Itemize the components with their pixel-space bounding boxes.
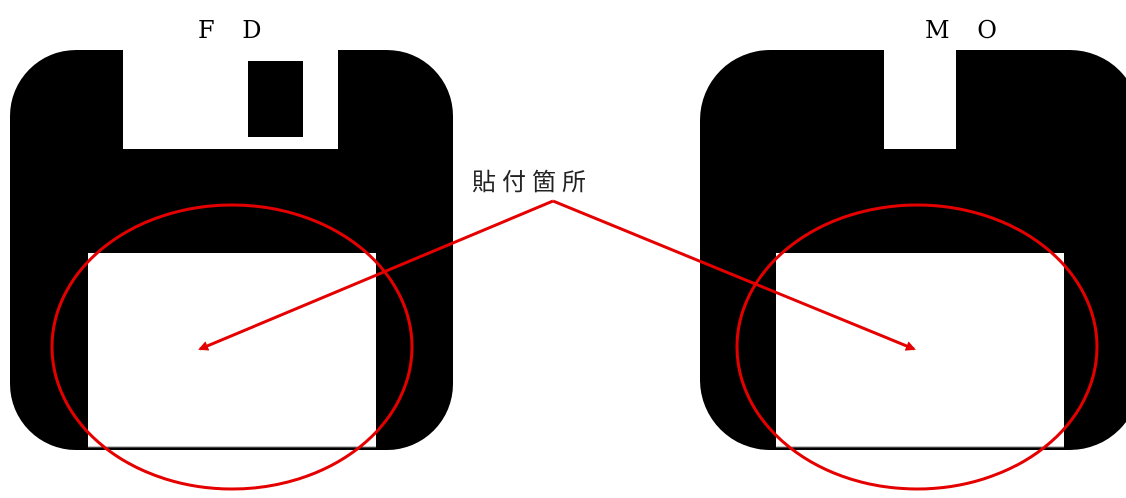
mo-highlight-ellipse: [735, 203, 1099, 491]
callout-label: 貼付箇所: [472, 168, 592, 196]
fd-shutter: [123, 50, 338, 149]
fd-shutter-window: [248, 61, 303, 137]
mo-label-area: [776, 253, 1064, 447]
fd-label-area: [88, 253, 376, 447]
fd-disk: F D: [10, 16, 453, 450]
mo-disk: M O: [700, 16, 1126, 450]
callout-arrow-to-mo: [552, 199, 916, 351]
mo-shutter: [884, 50, 956, 149]
callout-arrow-to-fd: [198, 199, 554, 351]
mo-label: M O: [925, 16, 1007, 44]
fd-label: F D: [198, 16, 272, 44]
fd-highlight-ellipse: [50, 203, 414, 491]
